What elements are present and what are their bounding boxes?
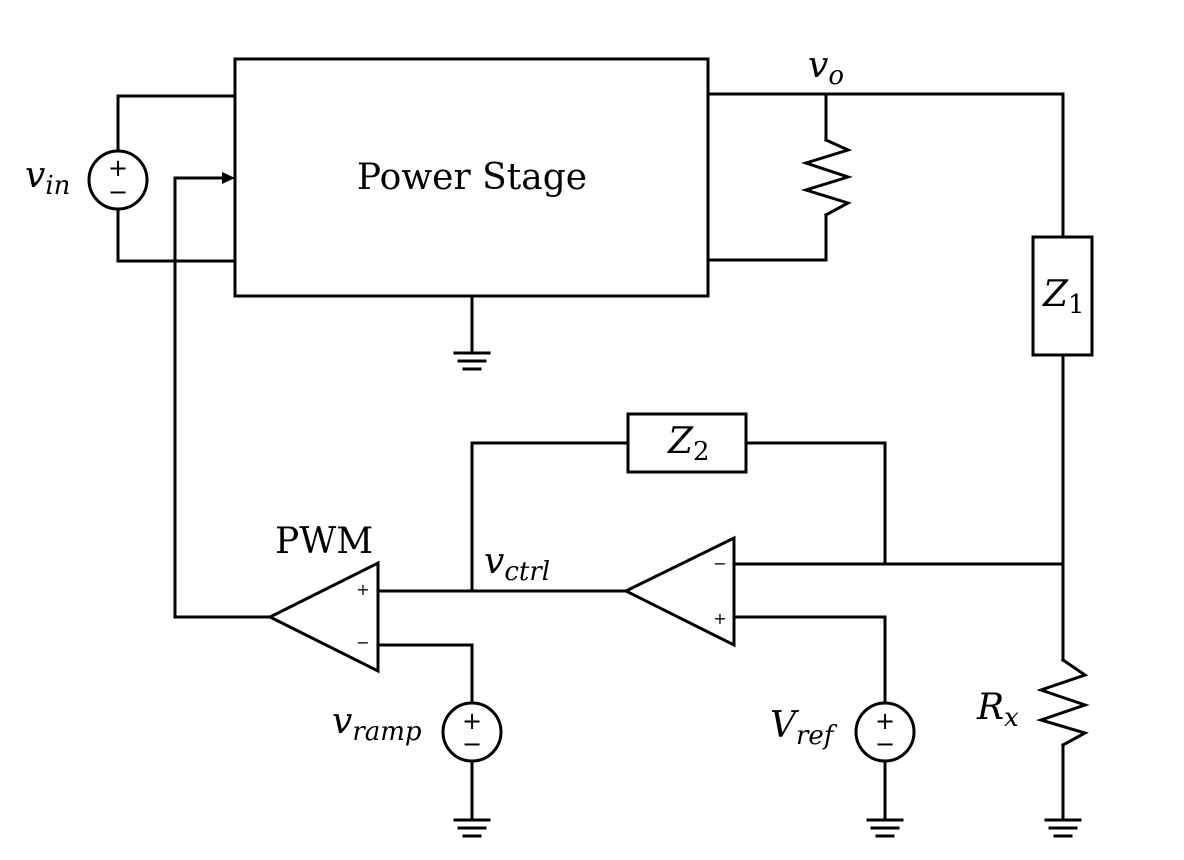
- vref-plus-sign: +: [875, 707, 895, 735]
- pwm-label: PWM: [275, 521, 373, 562]
- z1-impedance: Z1: [1031, 235, 1094, 357]
- rx-ground: [1044, 743, 1082, 838]
- vref-label: Vref: [770, 705, 838, 751]
- rx-label: Rx: [976, 687, 1019, 733]
- error-amp-minus-sign: −: [713, 554, 726, 573]
- z2-label: Z2: [667, 421, 710, 467]
- vin-label: vin: [25, 155, 70, 201]
- vramp-ground: [453, 759, 491, 838]
- vctrl-label: vctrl: [484, 541, 550, 587]
- pwm-plus-sign: +: [356, 580, 369, 599]
- pwm-comparator: + −: [266, 560, 380, 674]
- z2-impedance: Z2: [626, 412, 748, 474]
- vref-minus-sign: −: [875, 730, 895, 758]
- vramp-source: + −: [441, 701, 503, 763]
- feedback-wires: [470, 441, 1065, 593]
- output-wires: [706, 92, 1065, 262]
- power-stage-label: Power Stage: [357, 157, 587, 198]
- power-stage-ground: [453, 294, 491, 371]
- power-stage-block: Power Stage: [233, 57, 710, 298]
- vramp-plus-sign: +: [462, 707, 482, 735]
- vramp-minus-sign: −: [462, 730, 482, 758]
- rx-resistor: [1036, 657, 1090, 748]
- vref-source: + −: [854, 701, 916, 763]
- vin-minus-sign: −: [108, 178, 128, 206]
- z1-label: Z1: [1042, 274, 1085, 320]
- vin-source: + −: [87, 149, 149, 211]
- power-stage-input-arrow: [222, 172, 235, 184]
- vo-label: vo: [808, 45, 844, 91]
- input-wires: [116, 94, 237, 263]
- error-amp-plus-sign: +: [713, 609, 726, 628]
- error-amplifier: − +: [622, 535, 736, 648]
- vramp-label: vramp: [332, 701, 422, 747]
- vin-plus-sign: +: [108, 154, 128, 182]
- load-resistor: [800, 138, 853, 218]
- vref-ground: [866, 759, 904, 838]
- pwm-minus-sign: −: [356, 633, 369, 652]
